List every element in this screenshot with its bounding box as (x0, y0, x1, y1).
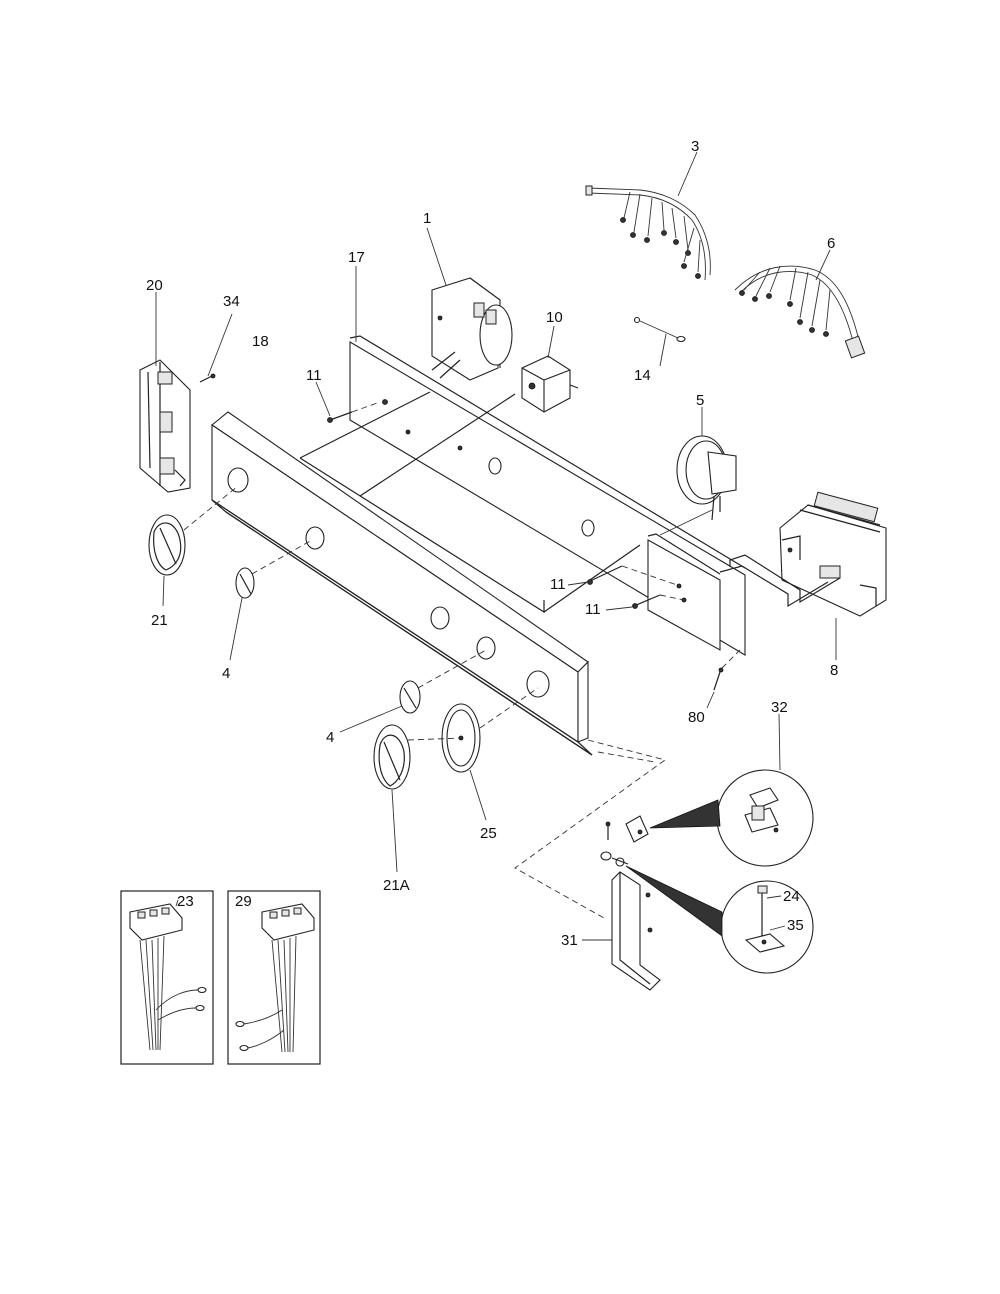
timer-1 (431, 277, 513, 381)
label-21a: 21A (383, 877, 410, 894)
label-11-top: 11 (306, 367, 322, 384)
console-knob-hole (526, 670, 550, 698)
label-11-right-lower: 11 (585, 601, 601, 618)
hardware-bracket-clip (625, 815, 649, 843)
leader-24 (766, 895, 782, 899)
leader-11 (315, 381, 331, 417)
leader-4-upper (229, 597, 243, 661)
label-34: 34 (223, 293, 240, 310)
console-knob-hole (305, 526, 325, 550)
screw-34 (199, 373, 216, 383)
leader-34 (207, 313, 233, 377)
leader-35 (769, 925, 786, 931)
assembly-line (479, 687, 539, 729)
wire-harness-3 (585, 185, 711, 281)
leader-32 (778, 713, 781, 771)
knob-21a (373, 724, 411, 790)
label-29: 29 (235, 893, 252, 910)
end-cap-20 (139, 359, 191, 493)
switch-10 (521, 355, 579, 413)
leader-25 (469, 769, 487, 821)
label-4-upper: 4 (222, 665, 230, 682)
leader-6 (815, 249, 831, 281)
console-knob-hole (227, 467, 249, 493)
leader-10 (547, 325, 555, 359)
assembly-line (183, 485, 239, 531)
screw-11-right-lower (632, 594, 661, 609)
leader-80 (706, 691, 715, 709)
side-plate (647, 533, 721, 651)
inset-harness-29 (227, 890, 321, 1065)
label-17: 17 (348, 249, 365, 266)
bracket-31 (611, 871, 661, 991)
console-rail (359, 393, 516, 497)
connector-wire (719, 565, 829, 608)
assembly-line (407, 737, 462, 741)
label-25: 25 (480, 825, 497, 842)
leader-4-lower (339, 705, 403, 733)
leader-11-right-lower (605, 606, 633, 611)
assembly-line (597, 751, 656, 763)
label-5: 5 (696, 392, 704, 409)
label-14: 14 (634, 367, 651, 384)
leader-1 (426, 227, 447, 286)
label-32: 32 (771, 699, 788, 716)
hardware-screw (605, 821, 611, 840)
inset-harness-23 (120, 890, 214, 1065)
pressure-switch-5 (659, 435, 737, 536)
console-rail (299, 391, 431, 459)
label-3: 3 (691, 138, 699, 155)
leader-23 (175, 899, 179, 907)
leader-11-right-upper (567, 581, 589, 586)
assembly-line (659, 594, 685, 601)
leader-21 (162, 575, 165, 607)
assembly-line (351, 401, 381, 413)
console-panel (211, 411, 593, 756)
assembly-line (251, 539, 313, 575)
label-6: 6 (827, 235, 835, 252)
screw-80 (713, 667, 724, 691)
detail-callout-24-35 (625, 865, 814, 974)
console-back-plate-17 (349, 335, 746, 656)
label-8: 8 (830, 662, 838, 679)
label-11-right-upper: 11 (550, 576, 566, 593)
hardware-washer-nut (600, 851, 629, 867)
leader-21a (391, 789, 398, 873)
knob-21 (148, 514, 186, 576)
console-knob-hole (430, 606, 450, 630)
jumper-wire-14 (633, 316, 686, 343)
valve-assembly-8 (779, 491, 887, 617)
label-23: 23 (177, 893, 194, 910)
assembly-line (621, 565, 681, 587)
label-24: 24 (783, 888, 800, 905)
label-20: 20 (146, 277, 163, 294)
label-35: 35 (787, 917, 804, 934)
assembly-line (417, 649, 487, 689)
label-21: 21 (151, 612, 168, 629)
label-4-lower: 4 (326, 729, 334, 746)
console-knob-hole (476, 636, 496, 660)
label-10: 10 (546, 309, 563, 326)
knob-4-upper (235, 567, 255, 599)
assembly-outline (514, 739, 667, 919)
screw-11 (327, 411, 353, 423)
leader-14 (659, 333, 667, 367)
knob-4-lower (399, 680, 421, 714)
connector-wire (729, 554, 841, 604)
console-rail (543, 544, 641, 613)
label-1: 1 (423, 210, 431, 227)
leader-3 (677, 151, 698, 197)
label-18: 18 (252, 333, 269, 350)
wire-harness-6 (734, 265, 866, 359)
detail-callout-32 (649, 769, 814, 867)
label-80: 80 (688, 709, 705, 726)
label-31: 31 (561, 932, 578, 949)
assembly-line (721, 649, 741, 669)
plate-hole (581, 519, 595, 537)
plate-hole (488, 457, 502, 475)
